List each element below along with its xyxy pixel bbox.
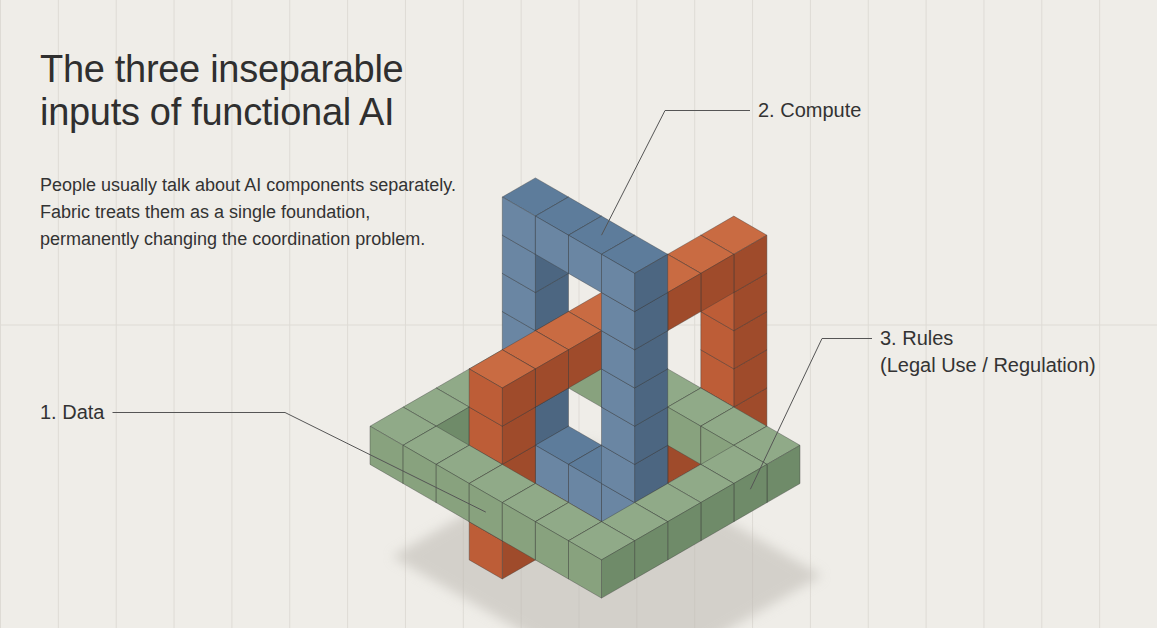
caption-text: People usually talk about AI components …	[40, 172, 460, 253]
block-face	[535, 522, 568, 579]
leader-line	[113, 413, 486, 513]
block-face	[569, 331, 602, 388]
block-face	[668, 503, 701, 560]
block-face	[535, 216, 568, 273]
block-face	[602, 541, 635, 598]
block-face	[701, 484, 734, 541]
block-face	[535, 350, 568, 407]
drop-shadow	[392, 442, 822, 628]
block-face	[370, 426, 403, 483]
leader-line	[602, 111, 751, 236]
callout-label: 1. Data	[40, 400, 104, 425]
block-face	[436, 464, 469, 521]
block-face	[502, 369, 535, 426]
block-face	[569, 541, 602, 598]
block-face	[734, 235, 767, 292]
block-face	[668, 407, 701, 464]
block-face	[602, 254, 635, 311]
block-face	[767, 445, 800, 502]
callout-label: 3. Rules	[880, 326, 953, 351]
frame-blocks	[370, 178, 800, 598]
block-face	[569, 235, 602, 292]
callout-label: 2. Compute	[758, 98, 861, 123]
leader-line	[750, 339, 872, 490]
drop-shadow	[392, 442, 822, 628]
block-face	[734, 464, 767, 521]
block-face	[635, 254, 668, 311]
block-face	[635, 522, 668, 579]
block-face	[469, 369, 502, 426]
block-face	[502, 503, 535, 560]
block-face	[502, 197, 535, 254]
callout-label: (Legal Use / Regulation)	[880, 353, 1096, 378]
block-face	[668, 273, 701, 330]
title-heading: The three inseparable inputs of function…	[40, 48, 490, 133]
block-face	[701, 254, 734, 311]
